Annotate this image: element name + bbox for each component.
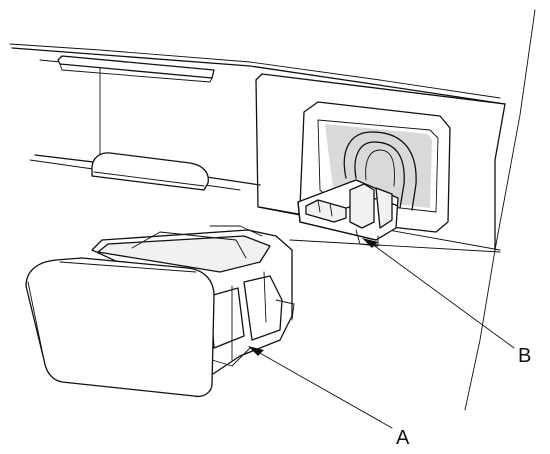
switch-a — [25, 225, 295, 398]
wire-harness — [343, 131, 417, 211]
arrowhead-a — [248, 346, 264, 356]
trim-slot — [91, 152, 209, 191]
trim-strip — [57, 55, 215, 83]
callout-label-b: B — [518, 345, 531, 367]
arrowhead-b — [362, 238, 378, 248]
connector-b — [297, 179, 399, 247]
callout-label-a: A — [396, 427, 410, 449]
leader-line-a — [257, 351, 393, 429]
leader-line-b — [371, 243, 515, 349]
callout-leaders — [248, 238, 515, 429]
